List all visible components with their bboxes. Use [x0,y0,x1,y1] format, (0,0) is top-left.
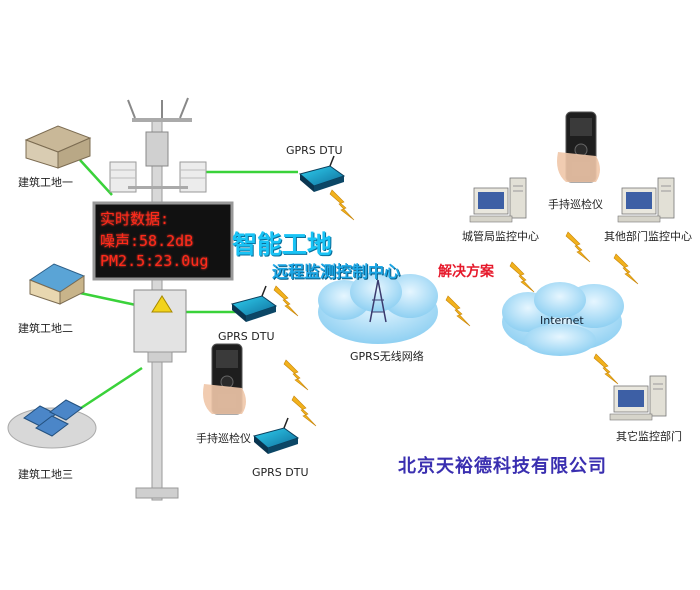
gprs-dtu-device-1 [299,155,345,193]
sub-title: 远程监测控制中心 [272,262,401,281]
handheld-device-1-icon [556,111,601,183]
handheld-label-2: 手持巡检仪 [196,432,251,445]
signal-bolt-4 [291,395,317,427]
building-site3-icon [7,399,97,449]
signal-bolt-8 [593,353,619,385]
main-title: 智能工地 [232,230,333,259]
signal-bolt-3 [283,359,309,391]
dtu-label-2: GPRS DTU [218,330,275,343]
link-site2 [79,291,137,307]
solution-title: 解决方案 [438,264,494,280]
signal-bolt-2 [273,285,299,317]
building-site2-icon [28,263,86,305]
monitor-pc-2-icon [617,177,675,223]
site-label-3: 建筑工地三 [18,468,73,481]
handheld-device-2-icon [202,343,247,415]
gprs-tower-icon [369,279,387,323]
company-name: 北京天裕德科技有限公司 [398,456,607,477]
signal-bolt-7 [613,253,639,285]
led-display [92,201,234,281]
handheld-label-1: 手持巡检仪 [548,198,603,211]
monitor-label-1: 城管局监控中心 [462,230,539,243]
dtu-label-1: GPRS DTU [286,144,343,157]
led-line-2: 噪声:58.2dB [100,232,194,250]
gprs-dtu-device-3 [253,417,299,455]
gprs-dtu-device-2 [231,285,277,323]
building-site1-icon [24,125,92,169]
led-line-1: 实时数据: [100,210,170,228]
dtu-label-3: GPRS DTU [252,466,309,479]
gprs-network-label: GPRS无线网络 [350,350,424,363]
monitor-pc-1-icon [469,177,527,223]
link-site1 [79,159,113,196]
control-cabinet [133,289,187,363]
signal-bolt-6 [565,231,591,263]
monitor-pc-3-icon [609,375,667,421]
monitor-label-2: 其他部门监控中心 [604,230,692,243]
link-site3 [77,366,143,412]
internet-cloud [502,282,624,356]
signal-bolt-5 [509,261,535,293]
led-line-3: PM2.5:23.0ug [100,252,209,270]
site-label-2: 建筑工地二 [18,322,73,335]
signal-bolt-9 [445,295,471,327]
signal-bolt-1 [329,189,355,221]
site-label-1: 建筑工地一 [18,176,73,189]
monitor-label-3: 其它监控部门 [616,430,682,443]
internet-label: Internet [540,314,584,327]
